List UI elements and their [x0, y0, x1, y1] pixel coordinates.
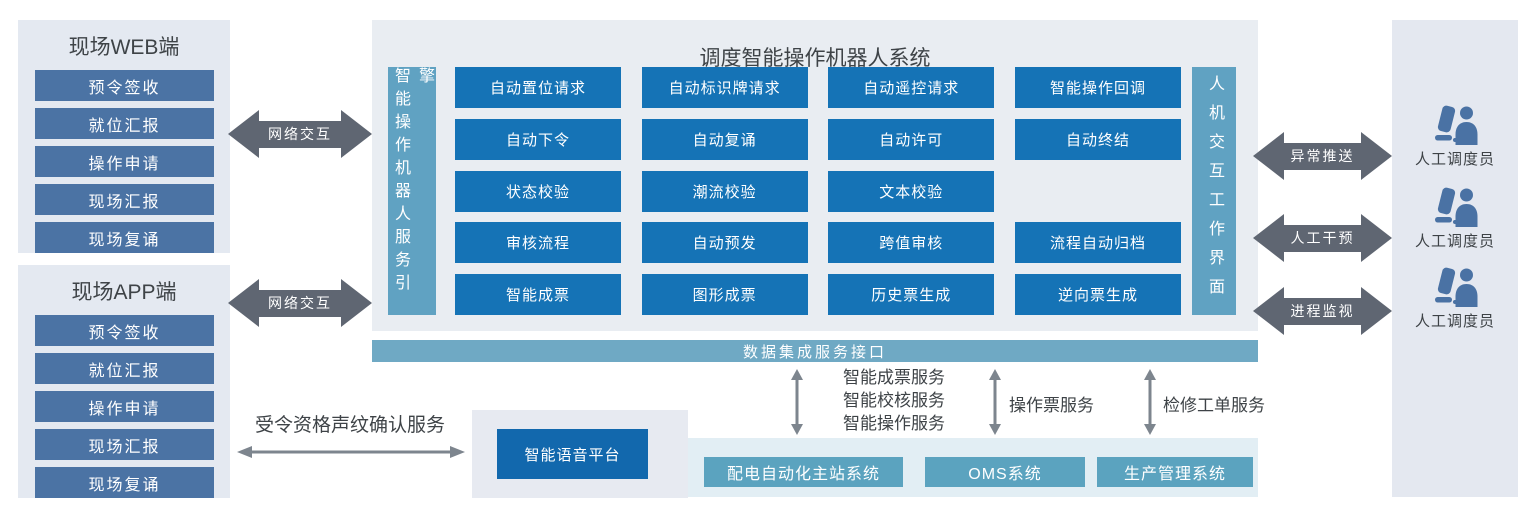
- func-reverse-ticket: 逆向票生成: [1014, 274, 1181, 315]
- arrow-left-head-icon: [1253, 132, 1284, 180]
- arrow-right-head-icon: [341, 110, 372, 158]
- dispatcher-label: 人工调度员: [1414, 233, 1495, 250]
- app-item-site-repeat: 现场复诵: [35, 467, 214, 498]
- arrow-left-head-icon: [1253, 214, 1284, 262]
- web-item-operation-apply: 操作申请: [35, 146, 214, 177]
- system-distribution-automation: 配电自动化主站系统: [704, 457, 903, 487]
- network-link-arrow-icon: 网络交互: [228, 279, 372, 327]
- field-app-panel-title: 现场APP端: [71, 281, 177, 304]
- dispatcher-icon: [1435, 187, 1478, 227]
- func-smart-operation-callback: 智能操作回调: [1014, 67, 1181, 108]
- dispatcher-label: 人工调度员: [1414, 313, 1495, 330]
- func-auto-setpoint-request: 自动置位请求: [455, 67, 621, 108]
- service-line: 智能校核服务: [843, 391, 945, 410]
- manual-intervention-arrow-icon: 人工干预: [1253, 214, 1392, 262]
- voice-platform-button: 智能语音平台: [497, 429, 648, 479]
- service-line: 智能成票服务: [843, 368, 945, 387]
- dispatcher-icon: [1435, 105, 1478, 145]
- service-line: 智能操作服务: [843, 414, 945, 433]
- voiceprint-service-label: 受令资格声纹确认服务: [254, 415, 445, 436]
- field-web-panel-title: 现场WEB端: [68, 36, 180, 59]
- dispatcher-entry: 人工调度员: [1392, 105, 1518, 169]
- func-history-ticket: 历史票生成: [828, 274, 995, 315]
- arrow-left-head-icon: [1253, 287, 1284, 335]
- field-web-panel: 现场WEB端 预令签收 就位汇报 操作申请 现场汇报 现场复诵: [18, 20, 230, 253]
- dispatcher-entry: 人工调度员: [1392, 187, 1518, 251]
- data-integration-bar: 数据集成服务接口: [372, 340, 1258, 362]
- service-double-arrow-icon: [989, 369, 1001, 435]
- field-app-button-list: 预令签收 就位汇报 操作申请 现场汇报 现场复诵: [35, 315, 214, 498]
- func-powerflow-check: 潮流校验: [641, 170, 808, 212]
- field-app-panel: 现场APP端 预令签收 就位汇报 操作申请 现场汇报 现场复诵: [18, 265, 230, 498]
- arrow-right-head-icon: [1361, 287, 1392, 335]
- maintenance-order-service-label: 检修工单服务: [1163, 396, 1265, 415]
- func-auto-repeat: 自动复诵: [641, 118, 808, 160]
- app-item-inplace-report: 就位汇报: [35, 353, 214, 384]
- func-auto-archive: 流程自动归档: [1014, 222, 1181, 264]
- external-systems-panel: 配电自动化主站系统 OMS系统 生产管理系统: [683, 438, 1258, 497]
- arrow-left-head-icon: [228, 110, 259, 158]
- manual-intervention-label: 人工干预: [1284, 224, 1361, 252]
- system-oms: OMS系统: [925, 457, 1085, 487]
- process-monitor-label: 进程监视: [1284, 297, 1361, 325]
- hmi-bar: 人机交互工作界面: [1192, 67, 1236, 315]
- func-auto-command: 自动下令: [455, 118, 621, 160]
- func-state-check: 状态校验: [455, 170, 621, 212]
- arrow-right-head-icon: [1361, 132, 1392, 180]
- dispatchers-panel: 人工调度员 人工调度员 人工调度员: [1392, 20, 1518, 497]
- func-review-flow: 审核流程: [455, 222, 621, 264]
- arrow-right-head-icon: [341, 279, 372, 327]
- func-auto-tag-request: 自动标识牌请求: [641, 67, 808, 108]
- system-production-management: 生产管理系统: [1097, 457, 1253, 487]
- web-item-site-report: 现场汇报: [35, 184, 214, 215]
- func-auto-permit: 自动许可: [828, 118, 995, 160]
- exception-push-label: 异常推送: [1284, 142, 1361, 170]
- service-double-arrow-icon: [1144, 369, 1156, 435]
- robot-system-panel: 调度智能操作机器人系统 智能操作机器人服务引擎 人机交互工作界面 自动置位请求 …: [372, 20, 1258, 331]
- web-item-sign: 预令签收: [35, 70, 214, 101]
- func-text-check: 文本校验: [828, 170, 995, 212]
- func-smart-ticket: 智能成票: [455, 274, 621, 315]
- dispatcher-icon: [1435, 267, 1478, 307]
- func-cross-shift-review: 跨值审核: [828, 222, 995, 264]
- robot-system-title: 调度智能操作机器人系统: [699, 47, 931, 70]
- function-grid: 自动置位请求 自动标识牌请求 自动遥控请求 智能操作回调 自动下令 自动复诵 自…: [455, 67, 1181, 315]
- network-link-arrow-icon: 网络交互: [228, 110, 372, 158]
- field-web-button-list: 预令签收 就位汇报 操作申请 现场汇报 现场复诵: [35, 70, 214, 253]
- web-item-inplace-report: 就位汇报: [35, 108, 214, 139]
- service-double-arrow-icon: [791, 369, 803, 435]
- app-item-sign: 预令签收: [35, 315, 214, 346]
- network-link-label: 网络交互: [259, 120, 341, 148]
- arrow-left-head-icon: [228, 279, 259, 327]
- voice-platform-panel: 智能语音平台: [472, 410, 688, 498]
- web-item-site-repeat: 现场复诵: [35, 222, 214, 253]
- dispatcher-entry: 人工调度员: [1392, 267, 1518, 331]
- dispatcher-label: 人工调度员: [1414, 151, 1495, 168]
- arrow-right-head-icon: [1361, 214, 1392, 262]
- operation-ticket-service-label: 操作票服务: [1009, 396, 1094, 415]
- func-graphic-ticket: 图形成票: [641, 274, 808, 315]
- voiceprint-double-arrow-icon: [237, 446, 465, 458]
- func-auto-terminate: 自动终结: [1014, 118, 1181, 160]
- exception-push-arrow-icon: 异常推送: [1253, 132, 1392, 180]
- network-link-label: 网络交互: [259, 289, 341, 317]
- engine-bar: 智能操作机器人服务引擎: [388, 67, 436, 315]
- app-item-operation-apply: 操作申请: [35, 391, 214, 422]
- process-monitor-arrow-icon: 进程监视: [1253, 287, 1392, 335]
- app-item-site-report: 现场汇报: [35, 429, 214, 460]
- func-auto-remote-request: 自动遥控请求: [828, 67, 995, 108]
- ticket-services-label: 智能成票服务 智能校核服务 智能操作服务: [843, 366, 945, 435]
- func-auto-predispatch: 自动预发: [641, 222, 808, 264]
